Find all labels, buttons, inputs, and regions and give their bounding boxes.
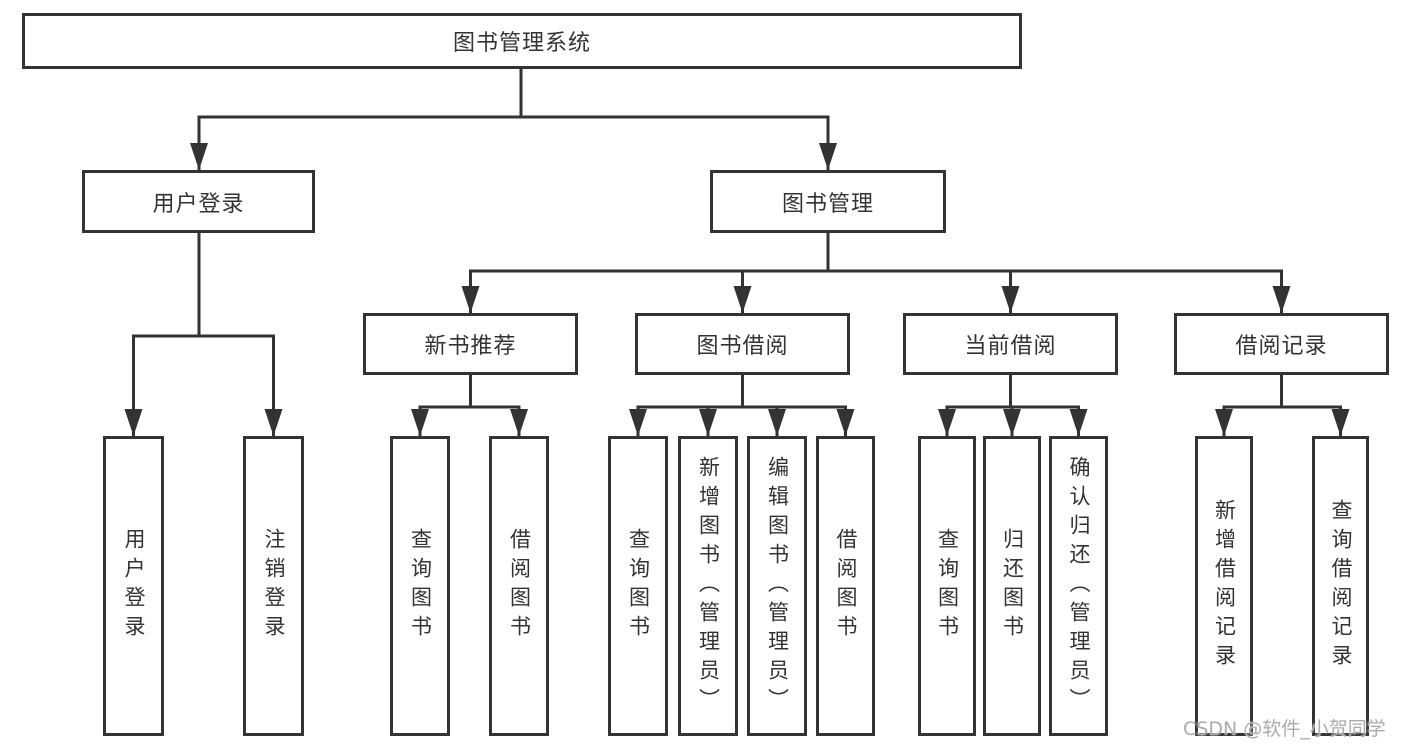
node-book-borrow-label: 图书借阅 xyxy=(696,334,789,359)
leaf-borrow-query-book: 查询图书 xyxy=(608,436,668,736)
node-book-management-label: 图书管理 xyxy=(781,191,874,217)
leaf-records-add-record: 新增借阅记录 xyxy=(1195,436,1253,736)
leaf-borrow-add-book: 新增图书（管理员） xyxy=(678,436,738,736)
leaf-borrow-borrow-book-label: 借阅图书 xyxy=(834,528,858,644)
node-current-borrow-label: 当前借阅 xyxy=(964,334,1057,359)
leaf-recommend-query-book: 查询图书 xyxy=(390,436,450,736)
leaf-current-confirm-return: 确认归还（管理员） xyxy=(1049,436,1108,736)
leaf-borrow-edit-book-label: 编辑图书（管理员） xyxy=(765,455,790,717)
node-user-login-label: 用户登录 xyxy=(152,191,245,217)
leaf-records-query-record-label: 查询借阅记录 xyxy=(1329,499,1353,673)
leaf-current-query-book-label: 查询图书 xyxy=(935,528,960,644)
arrowheads xyxy=(124,143,1350,436)
leaf-current-return-book: 归还图书 xyxy=(983,436,1041,736)
node-book-management: 图书管理 xyxy=(710,170,946,233)
leaf-borrow-edit-book: 编辑图书（管理员） xyxy=(747,436,807,736)
node-new-book-recommend-label: 新书推荐 xyxy=(424,334,517,359)
node-borrow-records-label: 借阅记录 xyxy=(1235,334,1328,359)
node-root-label: 图书管理系统 xyxy=(452,31,591,56)
leaf-recommend-query-book-label: 查询图书 xyxy=(408,528,433,644)
leaf-recommend-borrow-book-label: 借阅图书 xyxy=(507,528,532,644)
connector-lines xyxy=(132,69,1342,436)
leaf-borrow-borrow-book: 借阅图书 xyxy=(816,436,875,736)
leaf-current-return-book-label: 归还图书 xyxy=(1000,528,1025,644)
leaf-user-login-label: 用户登录 xyxy=(122,528,146,644)
leaf-records-add-record-label: 新增借阅记录 xyxy=(1212,499,1237,673)
watermark: CSDN @软件_小贺同学 xyxy=(1183,718,1386,740)
leaf-current-query-book: 查询图书 xyxy=(918,436,976,736)
leaf-records-query-record: 查询借阅记录 xyxy=(1312,436,1369,736)
leaf-recommend-borrow-book: 借阅图书 xyxy=(489,436,549,736)
node-user-login: 用户登录 xyxy=(82,170,315,233)
leaf-logout: 注销登录 xyxy=(243,436,304,736)
node-new-book-recommend: 新书推荐 xyxy=(363,313,578,375)
node-current-borrow: 当前借阅 xyxy=(903,313,1118,375)
leaf-current-confirm-return-label: 确认归还（管理员） xyxy=(1067,455,1091,717)
leaf-logout-label: 注销登录 xyxy=(262,528,286,644)
leaf-borrow-query-book-label: 查询图书 xyxy=(626,528,651,644)
leaf-borrow-add-book-label: 新增图书（管理员） xyxy=(696,455,721,717)
leaf-user-login: 用户登录 xyxy=(103,436,164,736)
node-borrow-records: 借阅记录 xyxy=(1174,313,1389,375)
node-book-borrow: 图书借阅 xyxy=(635,313,850,375)
node-root: 图书管理系统 xyxy=(22,13,1022,69)
